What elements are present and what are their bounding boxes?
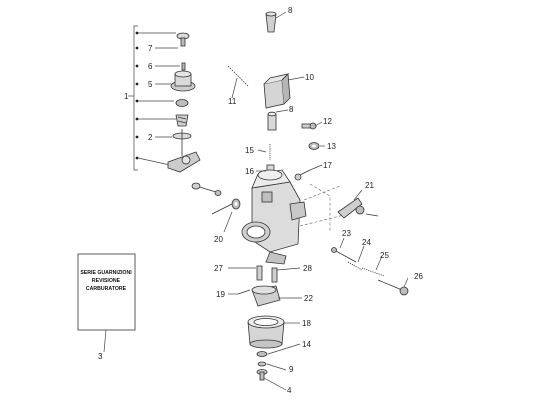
label-11: 11	[228, 97, 237, 106]
label-1: 1	[124, 92, 129, 101]
label-15: 15	[245, 146, 254, 155]
label-25: 25	[380, 251, 389, 260]
part-screw-26	[377, 279, 409, 296]
part-jet-27	[256, 265, 263, 281]
label-10: 10	[305, 73, 314, 82]
label-6: 6	[148, 62, 153, 71]
label-5: 5	[148, 80, 153, 89]
label-21: 21	[365, 181, 374, 190]
label-20: 20	[214, 235, 223, 244]
label-23: 23	[342, 229, 351, 238]
label-8-top: 8	[288, 6, 293, 15]
label-8-mid: 8	[289, 105, 294, 114]
part-cover-5	[170, 70, 196, 92]
part-washer-9	[257, 361, 267, 367]
label-14: 14	[302, 340, 311, 349]
part-bowl-18	[247, 315, 285, 349]
label-22: 22	[304, 294, 313, 303]
label-3: 3	[98, 352, 103, 361]
part-screw-17	[294, 169, 311, 181]
group-bracket	[128, 25, 176, 171]
label-12: 12	[323, 117, 332, 126]
part-tube-8	[267, 111, 277, 131]
part-spring-11	[227, 65, 249, 99]
part-spring-24	[347, 261, 363, 271]
leader-lines	[155, 11, 409, 391]
part-float-22	[251, 285, 281, 307]
label-9: 9	[289, 365, 294, 374]
label-27: 27	[214, 264, 223, 273]
label-13: 13	[327, 142, 336, 151]
part-fitting-left	[191, 182, 222, 196]
label-17: 17	[323, 161, 332, 170]
part-cap-7	[176, 32, 190, 47]
label-18: 18	[302, 319, 311, 328]
part-nut-13	[308, 142, 320, 150]
part-drain-screw-4	[256, 369, 268, 381]
part-jet-28	[271, 267, 278, 283]
carburetor-body	[241, 169, 307, 265]
part-ring-1	[175, 99, 189, 107]
label-7: 7	[148, 44, 153, 53]
gasket-kit-box: SERIE GUARNIZIONI REVISIONE CARBURATORE	[77, 253, 136, 331]
label-16: 16	[245, 167, 254, 176]
label-28: 28	[303, 264, 312, 273]
label-2: 2	[148, 133, 153, 142]
label-4: 4	[287, 386, 292, 395]
label-19: 19	[216, 290, 225, 299]
label-24: 24	[362, 238, 371, 247]
part-lever-21	[337, 197, 379, 219]
part-slide-plate	[167, 151, 201, 173]
label-26: 26	[414, 272, 423, 281]
part-spring-25	[361, 267, 385, 277]
part-slide-10	[263, 73, 291, 109]
kit-title-line1: SERIE GUARNIZIONI	[80, 270, 132, 276]
part-needle-2	[172, 129, 192, 156]
part-cap-8-top	[265, 11, 277, 33]
part-screw-12	[301, 122, 317, 130]
kit-title-line3: CARBURATORE	[86, 286, 127, 292]
part-screw-20	[211, 198, 241, 215]
part-pin-19	[237, 289, 251, 295]
callout-labels: 1 2 3 4 5 6 7 8 8 9 10 11 12 13 14 15 16…	[98, 6, 423, 395]
part-screw-6	[181, 62, 186, 71]
part-spring-seat	[175, 114, 189, 127]
kit-title-line2: REVISIONE	[92, 278, 121, 284]
part-screw-23	[331, 247, 357, 263]
part-washer-14	[256, 351, 268, 357]
